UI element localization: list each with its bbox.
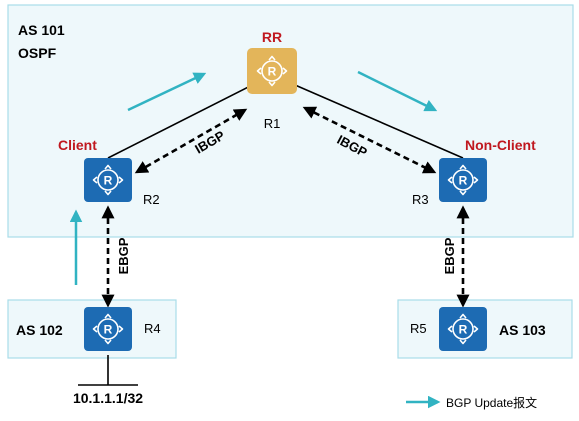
r5-name: R5 bbox=[410, 321, 427, 336]
ibgp-session-r1-r2 bbox=[134, 108, 248, 174]
r4-name: R4 bbox=[144, 321, 161, 336]
ebgp-label-left: EBGP bbox=[116, 237, 131, 274]
as103-name: AS 103 bbox=[499, 322, 546, 338]
update-arrow-r1-to-r3 bbox=[357, 70, 438, 112]
update-arrow-r2-to-r1 bbox=[127, 72, 207, 112]
router-r3[interactable] bbox=[439, 158, 487, 202]
router-r2[interactable] bbox=[84, 158, 132, 202]
as101-box bbox=[7, 4, 574, 238]
r1-name: R1 bbox=[264, 116, 281, 131]
as101-name: AS 101 bbox=[18, 22, 65, 38]
ebgp-label-right: EBGP bbox=[442, 237, 457, 274]
r3-role-label: Non-Client bbox=[465, 137, 536, 153]
r2-role-label: Client bbox=[58, 137, 97, 153]
legend-label: BGP Update报文 bbox=[446, 395, 537, 410]
as101-protocol: OSPF bbox=[18, 45, 57, 61]
router-r5[interactable] bbox=[439, 307, 487, 351]
router-r1[interactable] bbox=[247, 48, 297, 94]
router-r4[interactable] bbox=[84, 307, 132, 351]
r2-name: R2 bbox=[143, 192, 160, 207]
prefix-label: 10.1.1.1/32 bbox=[73, 390, 143, 406]
r1-role-label: RR bbox=[262, 29, 282, 45]
ibgp-session-r1-r3 bbox=[302, 106, 437, 174]
r3-name: R3 bbox=[412, 192, 429, 207]
as102-name: AS 102 bbox=[16, 322, 63, 338]
